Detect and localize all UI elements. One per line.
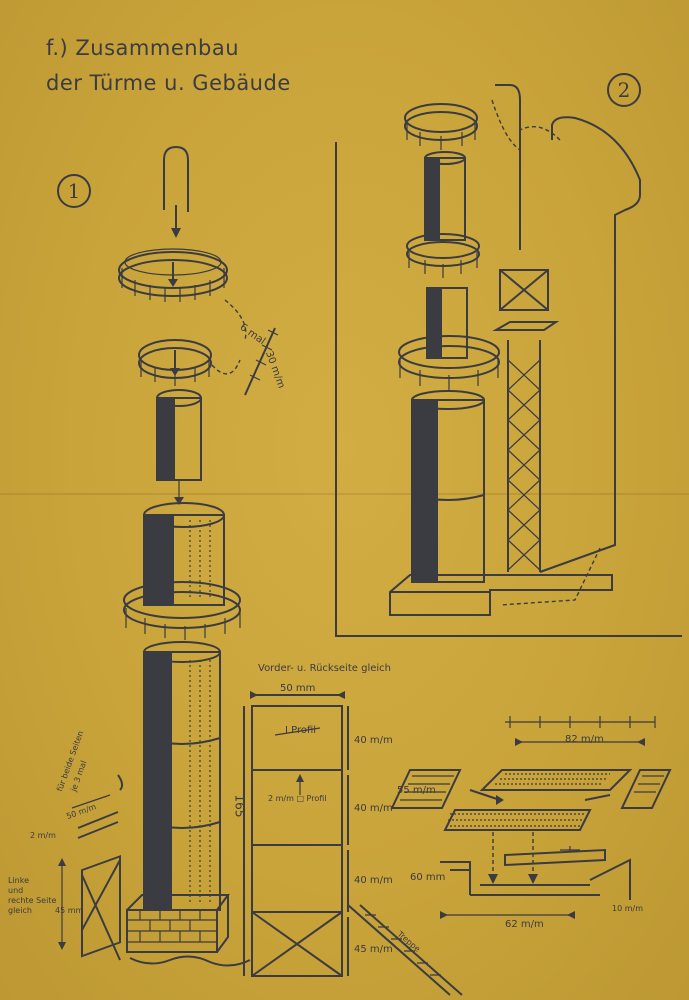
bridge-82-label: 82 m/m [565, 734, 604, 745]
segment-40-b-label: 40 m/m [354, 803, 393, 814]
left-right-label-4: gleich [8, 906, 32, 915]
front-back-label: Vorder- u. Rückseite gleich [258, 663, 391, 674]
segment-40-a-label: 40 m/m [354, 735, 393, 746]
step2-tower [389, 84, 641, 616]
profil-2mm-label: 2 m/m □ Profil [268, 794, 327, 803]
i-profil-label: I Profil [285, 725, 317, 736]
title-line-1: f.) Zusammenbau [46, 36, 240, 60]
width-50-label: 50 mm [280, 683, 316, 694]
bridge-62-label: 62 m/m [505, 919, 544, 930]
strut-2-label: 2 m/m [30, 831, 56, 840]
side-frames [58, 774, 124, 961]
height-165-label: 165 [232, 794, 247, 818]
step1-tower [118, 145, 279, 967]
left-right-label-3: rechte Seite [8, 896, 57, 905]
step2-frame [335, 142, 682, 637]
left-right-label-2: und [8, 886, 24, 895]
segment-45-label: 45 m/m [354, 944, 393, 955]
segment-40-c-label: 40 m/m [354, 875, 393, 886]
step-one-badge: 1 [57, 174, 91, 208]
bridge-parts [390, 716, 672, 919]
bridge-55-label: 55 m/m [397, 785, 436, 796]
side-45-label: 45 mm [55, 906, 84, 915]
bridge-60-label: 60 mm [410, 872, 446, 883]
step-two-badge: 2 [607, 73, 641, 107]
paper-fold [0, 493, 689, 495]
bridge-10-label: 10 m/m [612, 904, 644, 913]
left-right-label-1: Linke [8, 876, 30, 885]
title-line-2: der Türme u. Gebäude [46, 71, 291, 95]
lattice-frame-drawing [243, 691, 463, 996]
